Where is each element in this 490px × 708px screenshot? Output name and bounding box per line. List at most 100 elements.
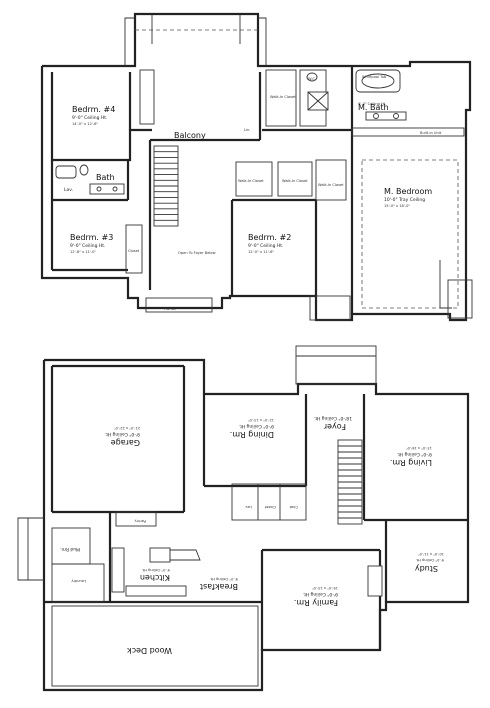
wood-deck-label: Wood Deck xyxy=(127,646,172,655)
bedroom3-label: Bedrm. #3 xyxy=(70,233,113,242)
lav-closet-block xyxy=(231,483,307,521)
living-ceiling: 9'-0" Ceiling Ht. xyxy=(397,451,432,457)
master-bay-line xyxy=(439,260,452,309)
bedroom3-dims: 12'-6" x 11'-0" xyxy=(70,250,96,254)
planter-box xyxy=(145,297,213,313)
lav-label: Lav. xyxy=(64,187,73,193)
master-bath-label: M. Bath xyxy=(358,103,389,112)
dining-dims: 12'-0" x 13'-0" xyxy=(248,418,274,422)
sink-2 xyxy=(393,113,399,119)
bedroom3-closet xyxy=(125,224,143,274)
sink-1 xyxy=(373,113,379,119)
living-dims: 13'-0" x 16'-0" xyxy=(406,446,432,450)
master-bedroom-ceiling: 10'-0" Tray Ceiling xyxy=(384,197,425,203)
closet-label: Closet xyxy=(128,249,140,253)
laundry-label: Laundry xyxy=(70,579,86,583)
study-label: Study xyxy=(415,564,438,573)
walk-in-c-label: Walk-In Closet xyxy=(318,183,344,187)
family-dims: 19'-0" x 15'-0" xyxy=(312,586,338,590)
bath-tub xyxy=(55,165,77,179)
family-ceiling: 9'-0" Ceiling Ht. xyxy=(303,591,338,597)
wood-deck xyxy=(51,605,259,687)
bedroom2-label: Bedrm. #2 xyxy=(248,233,291,242)
living-label: Living Rm. xyxy=(390,458,432,467)
linen-label: Lin. xyxy=(244,128,250,132)
upper-rear-bump-left xyxy=(124,17,135,66)
upper-exterior-wall xyxy=(40,12,472,322)
walk-in-closet-b xyxy=(277,161,313,197)
bedroom4-dims: 14'-0" x 12'-6" xyxy=(72,122,98,126)
tray-ceiling-line xyxy=(361,159,459,309)
mud-room xyxy=(51,527,91,565)
study-ceiling: 9'-0" Ceiling Ht. xyxy=(416,558,444,562)
study-dims: 10'-0" x 11'-0" xyxy=(418,552,444,556)
kitchen-label: Kitchen xyxy=(140,573,170,582)
kitchen-peninsula xyxy=(169,549,201,561)
dining-label: Dining Rm. xyxy=(230,430,274,439)
fireplace xyxy=(367,565,383,597)
main-stairs xyxy=(337,439,363,525)
bath-sink-1 xyxy=(96,186,102,192)
wc-toilet xyxy=(306,72,318,82)
upper-floor-plan: Bedrm. #4 9'-0" Ceiling Ht. 14'-0" x 12'… xyxy=(40,12,473,322)
garage-label: Garage xyxy=(111,438,140,447)
main-floor-plan: Garage 9'-0" Ceiling Ht. 21'-0" x 22'-0"… xyxy=(17,345,470,692)
walk-in-closet-c xyxy=(315,159,347,201)
closet-label-main: Closet xyxy=(264,505,276,509)
bedroom2-dims: 12'-0" x 11'-6" xyxy=(248,250,274,254)
bath-label: Bath xyxy=(96,173,115,182)
shower-x2 xyxy=(307,91,329,111)
upper-stairs xyxy=(153,145,179,227)
walk-in-b-label: Walk-In Closet xyxy=(282,179,308,183)
open-to-foyer-label: Open To Foyer Below xyxy=(178,251,216,255)
kitchen-island xyxy=(149,547,171,563)
family-label: Family Rm. xyxy=(294,598,338,607)
main-exterior-wall xyxy=(42,358,470,692)
pantry-label: Pantry xyxy=(134,519,146,523)
upper-bump-bottom xyxy=(309,295,351,321)
whirlpool-tub xyxy=(355,69,401,93)
built-in-unit xyxy=(351,127,465,137)
master-bedroom-label: M. Bedroom xyxy=(384,187,432,196)
bedroom4-wall xyxy=(50,72,152,162)
side-entry-porch xyxy=(17,517,44,581)
kitchen-counter-south xyxy=(125,585,187,597)
wc-label: W.C. xyxy=(308,77,316,81)
kitchen-ceiling: 9'-0" Ceiling Ht. xyxy=(142,568,170,572)
whirlpool-label: Whirlpool Tub xyxy=(362,75,387,79)
built-in-label: Built-in Unit xyxy=(420,131,442,135)
dining-ceiling: 9'-0" Ceiling Ht. xyxy=(239,423,274,429)
garage-dims: 21'-0" x 22'-0" xyxy=(114,426,140,430)
master-bedroom-dims: 15'-0" x 18'-0" xyxy=(384,204,410,208)
mud-label: Mud Rm. xyxy=(60,546,80,552)
balcony-label: Balcony xyxy=(174,131,206,140)
bedroom2-ceiling: 9'-0" Ceiling Ht. xyxy=(248,243,283,249)
bedroom3-ceiling: 9'-0" Ceiling Ht. xyxy=(70,243,105,249)
garage-ceiling: 9'-0" Ceiling Ht. xyxy=(105,431,140,437)
bedroom4-label: Bedrm. #4 xyxy=(72,105,115,114)
master-bath-ceiling: 9'-0" Ceiling Ht. xyxy=(358,102,386,106)
planter-label: Planter xyxy=(164,307,177,311)
bath-vanity xyxy=(89,183,125,195)
kitchen-counter-west xyxy=(111,547,125,593)
pantry-closet xyxy=(115,511,157,527)
walk-in-d-label: Walk-In Closet xyxy=(270,95,296,99)
master-bay xyxy=(447,279,473,319)
walk-in-closet-a xyxy=(235,161,273,197)
bath-toilet xyxy=(79,164,89,176)
front-porch xyxy=(295,345,377,385)
bath-sink-2 xyxy=(112,186,118,192)
laundry-room xyxy=(51,563,105,603)
walk-in-a-label: Walk-In Closet xyxy=(238,179,264,183)
lav-label-main: Lav. xyxy=(245,505,252,509)
master-vanity xyxy=(365,111,407,121)
bedroom4-closet xyxy=(139,69,155,125)
breakfast-ceiling: 9'-0" Ceiling Ht. xyxy=(210,577,238,581)
foyer-ceiling: 18'-0" Ceiling Ht. xyxy=(314,415,352,421)
breakfast-label: Breakfast xyxy=(200,582,238,591)
whirlpool-basin xyxy=(361,73,395,89)
coat-label: Coat xyxy=(289,505,298,509)
walk-in-closet-d xyxy=(265,69,297,127)
upper-rear-bump-right xyxy=(258,17,267,66)
